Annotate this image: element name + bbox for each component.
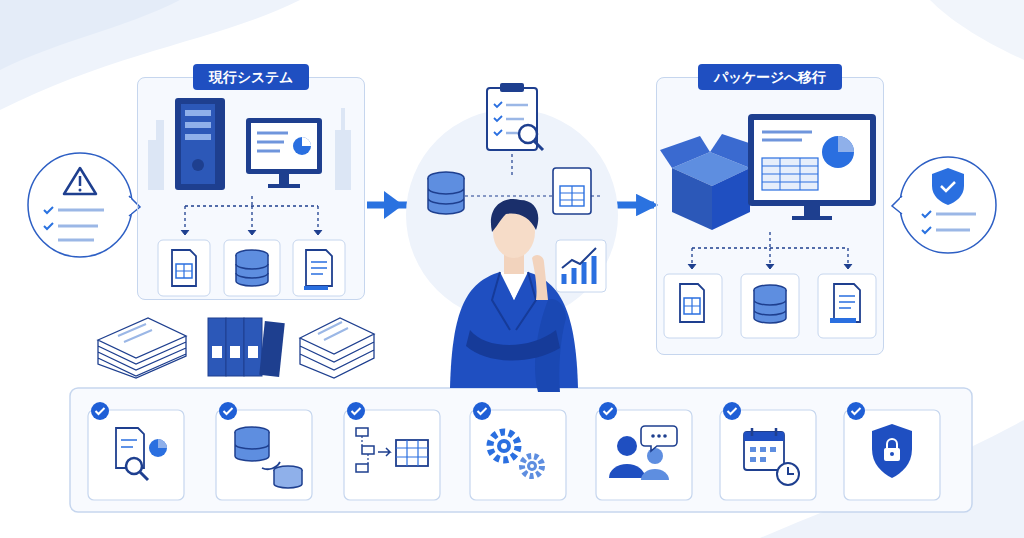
panel-heading: パッケージへ移行 (698, 64, 842, 90)
check-badge (723, 402, 741, 420)
check-badge (473, 402, 491, 420)
shield-callout (892, 157, 996, 253)
check-badge (91, 402, 109, 420)
check-badge (847, 402, 865, 420)
person (450, 199, 578, 392)
check-badge (219, 402, 237, 420)
panel-heading: 現行システム (193, 64, 309, 90)
system-panel: 現行システム (137, 77, 365, 300)
check-mark (604, 408, 613, 414)
panel-fills (70, 77, 972, 512)
check-badge (599, 402, 617, 420)
card-icons (116, 424, 912, 488)
warning-callout (28, 153, 140, 257)
check-mark (352, 408, 361, 414)
analysis-circle (406, 83, 618, 321)
checklist-cards (88, 410, 940, 500)
check-mark (478, 408, 487, 414)
arrow-head (384, 191, 403, 219)
check-mark (852, 408, 861, 414)
check-badges (91, 402, 865, 420)
system-panel: パッケージへ移行 (656, 77, 884, 355)
check-mark (96, 408, 105, 414)
legacy-system-art (148, 98, 351, 296)
package-art (660, 114, 876, 338)
check-badge (347, 402, 365, 420)
check-mark (224, 408, 233, 414)
check-mark (728, 408, 737, 414)
paper-stacks (98, 318, 374, 378)
